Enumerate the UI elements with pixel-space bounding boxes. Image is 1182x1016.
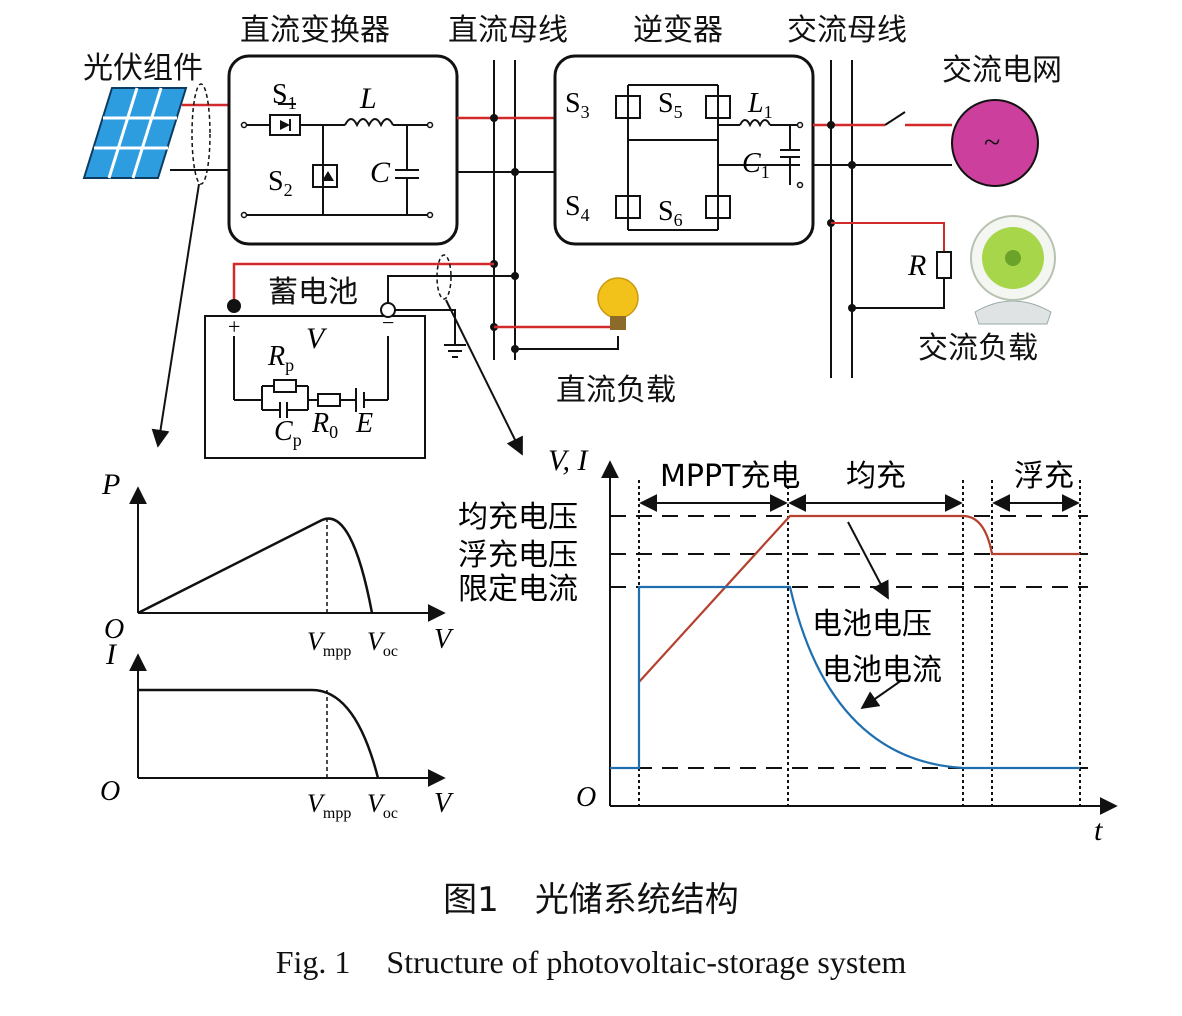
fan-icon [970, 215, 1056, 325]
svg-text:Rp: Rp [267, 341, 294, 375]
battery-heading: 蓄电池 [268, 275, 358, 310]
svg-text:C1: C1 [742, 148, 770, 182]
battery-voltage-curve [638, 514, 1080, 683]
svg-text:S3: S3 [565, 88, 590, 122]
ac-load-heading: 交流负载 [918, 331, 1038, 366]
svg-text:R0: R0 [311, 408, 338, 442]
ac-grid-heading: 交流电网 [942, 53, 1062, 88]
switch-s1 [269, 103, 301, 136]
svg-text:均充: 均充 [846, 459, 906, 494]
dc-load-heading: 直流负载 [556, 373, 676, 408]
figure-caption-english: Fig. 1 Structure of photovoltaic-storage … [0, 944, 1182, 981]
pv-measure-ellipse [191, 83, 211, 185]
svg-text:电池电流: 电池电流 [822, 653, 942, 688]
svg-text:L1: L1 [747, 88, 773, 122]
svg-text:O: O [576, 782, 596, 813]
pv-panel [82, 87, 188, 179]
svg-text:Cp: Cp [274, 416, 302, 450]
ac-bus-heading: 交流母线 [787, 13, 907, 48]
svg-text:浮充电压: 浮充电压 [458, 538, 578, 573]
svg-text:S2: S2 [268, 166, 293, 200]
switch-s2 [312, 164, 338, 188]
ac-grid-source [951, 99, 1039, 187]
svg-text:O: O [100, 776, 120, 807]
svg-text:Voc: Voc [367, 627, 398, 660]
battery-box [204, 315, 426, 459]
svg-text:P: P [101, 468, 120, 501]
inverter-box [553, 54, 815, 246]
svg-text:S5: S5 [658, 88, 683, 122]
battery-current-curve [610, 585, 1080, 770]
svg-text:I: I [105, 638, 118, 671]
svg-text:C: C [370, 156, 391, 189]
dc-converter-heading: 直流变换器 [240, 13, 390, 48]
svg-text:+: + [228, 314, 240, 339]
caption-cn-title: 光储系统结构 [534, 880, 739, 920]
inverter-heading: 逆变器 [633, 13, 723, 48]
svg-text:MPPT充电: MPPT充电 [660, 459, 800, 494]
svg-text:Voc: Voc [367, 789, 398, 822]
battery-measure-ellipse [436, 254, 452, 300]
svg-text:~: ~ [984, 126, 1000, 159]
pv-power-curve-chart: P O V Vmpp Voc [101, 468, 454, 660]
dc-converter-box [227, 54, 459, 246]
svg-text:t: t [1094, 814, 1103, 847]
svg-text:V: V [434, 788, 454, 819]
caption-en-title: Structure of photovoltaic-storage system [386, 944, 907, 980]
svg-text:R: R [907, 249, 926, 282]
svg-text:浮充: 浮充 [1014, 459, 1074, 494]
dc-bus-heading: 直流母线 [448, 13, 568, 48]
svg-text:限定电流: 限定电流 [458, 572, 578, 607]
svg-text:均充电压: 均充电压 [458, 500, 578, 535]
svg-text:S6: S6 [658, 196, 683, 230]
svg-text:V, I: V, I [548, 444, 589, 477]
system-diagram: 直流变换器 直流母线 逆变器 交流母线 光伏组件 交流电网 蓄电池 直流负载 交… [82, 13, 1118, 847]
svg-text:V: V [306, 322, 328, 355]
pv-module-heading: 光伏组件 [83, 51, 203, 86]
pv-current-curve-chart: I O V Vmpp Voc [100, 638, 454, 822]
resistor-r [936, 251, 952, 279]
svg-text:Vmpp: Vmpp [307, 627, 351, 660]
bulb-icon [597, 277, 639, 330]
inverter-switches [615, 95, 731, 219]
svg-text:O: O [104, 614, 124, 645]
svg-text:S1: S1 [272, 79, 297, 113]
figure-caption-chinese: 图1 光储系统结构 [0, 872, 1182, 921]
svg-text:Vmpp: Vmpp [307, 789, 351, 822]
caption-cn-label: 图1 [443, 880, 499, 920]
svg-text:V: V [434, 624, 454, 655]
svg-text:S4: S4 [565, 191, 590, 225]
svg-text:E: E [355, 408, 373, 439]
charging-stage-chart: V, I t O 均充电压 浮充电压 限定电流 MPPT充电 [458, 444, 1118, 847]
svg-text:L: L [359, 82, 377, 115]
caption-en-label: Fig. 1 [275, 944, 351, 980]
svg-text:电池电压: 电池电压 [812, 607, 932, 642]
